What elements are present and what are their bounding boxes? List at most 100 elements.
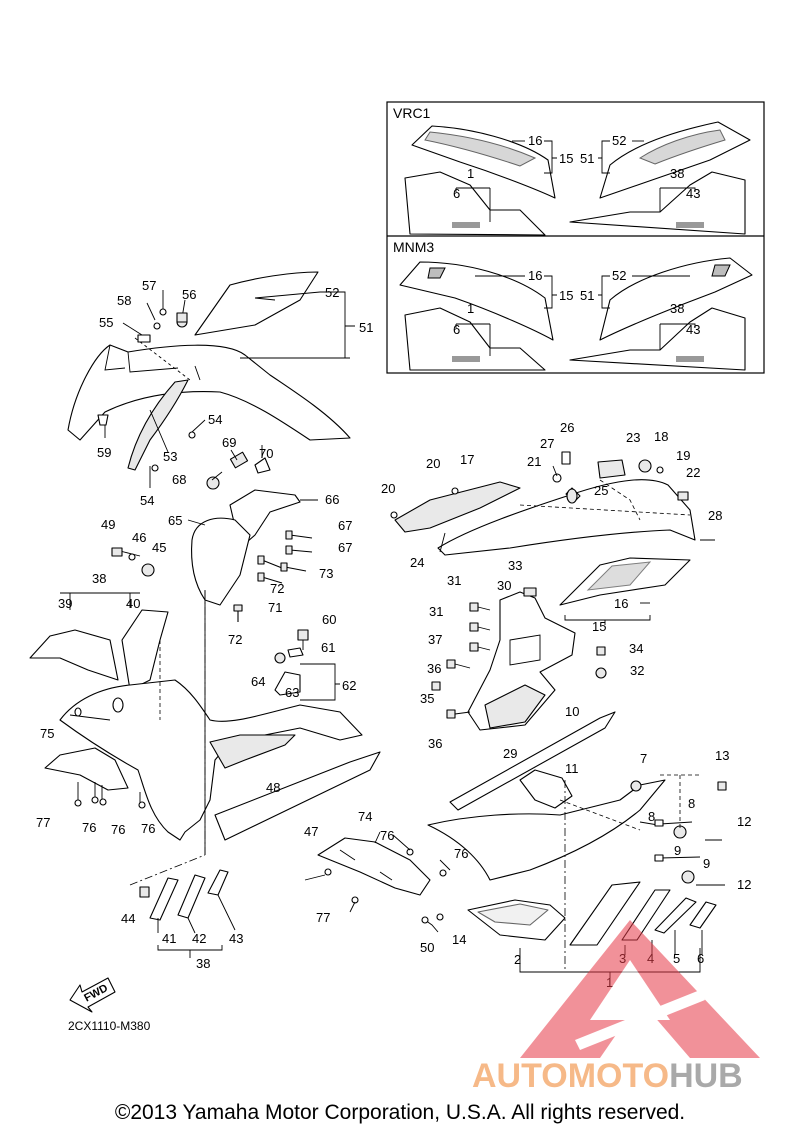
callout-number: 15 — [592, 619, 606, 634]
variant-panel-mnm3: MNM3 16 15 1 6 52 51 38 43 — [393, 239, 753, 371]
variant-label: MNM3 — [393, 239, 434, 255]
fwd-arrow: FWD — [69, 977, 116, 1013]
callout-number: 38 — [92, 571, 106, 586]
callout-number: 76 — [141, 821, 155, 836]
callout-number: 23 — [626, 430, 640, 445]
callout-number: 77 — [316, 910, 330, 925]
bracket-group — [274, 629, 340, 701]
callout-number: 48 — [266, 780, 280, 795]
callout-number: 67 — [338, 518, 352, 533]
callout-number: 50 — [420, 940, 434, 955]
callout-number: 76 — [111, 822, 125, 837]
watermark-text-primary: AUTOMOTO — [472, 1057, 669, 1095]
callout-number: 24 — [410, 555, 424, 570]
callout-number: 34 — [629, 641, 643, 656]
callout-number: 57 — [142, 278, 156, 293]
callout-number: 26 — [560, 420, 574, 435]
side-panel-right-group — [390, 451, 715, 625]
callout-number: 73 — [319, 566, 333, 581]
callout-number: 17 — [460, 452, 474, 467]
callout-number: 74 — [358, 809, 372, 824]
callout-number: 59 — [97, 445, 111, 460]
callout-number: 20 — [381, 481, 395, 496]
callout-number: 45 — [152, 540, 166, 555]
callout-number: 8 — [688, 796, 695, 811]
callout-number: 13 — [715, 748, 729, 763]
callout-number: 70 — [259, 446, 273, 461]
duct-group — [431, 587, 607, 731]
callout-number: 68 — [172, 472, 186, 487]
callout-number: 54 — [208, 412, 222, 427]
callout-number: 1 — [467, 301, 474, 316]
callout-number: 53 — [163, 449, 177, 464]
callout-number: 52 — [325, 285, 339, 300]
inner-panel-group — [111, 445, 318, 622]
callout-number: 18 — [654, 429, 668, 444]
callout-number: 9 — [674, 843, 681, 858]
callout-number: 41 — [162, 931, 176, 946]
upper-cowl-group — [67, 271, 355, 488]
callout-number: 8 — [648, 809, 655, 824]
callout-number: 49 — [101, 517, 115, 532]
callout-number: 56 — [182, 287, 196, 302]
callout-number: 76 — [454, 846, 468, 861]
callout-number: 35 — [420, 691, 434, 706]
callout-number: 15 — [559, 288, 573, 303]
callout-number: 32 — [630, 663, 644, 678]
callout-number: 63 — [285, 685, 299, 700]
callout-number: 46 — [132, 530, 146, 545]
callout-number: 58 — [117, 293, 131, 308]
callout-number: 16 — [528, 133, 542, 148]
callout-number: 55 — [99, 315, 113, 330]
lower-cowl-right-group — [421, 711, 727, 978]
callout-number: 6 — [453, 186, 460, 201]
callout-number: 38 — [670, 166, 684, 181]
callout-number: 12 — [737, 814, 751, 829]
callout-number: 28 — [708, 508, 722, 523]
callout-number: 37 — [428, 632, 442, 647]
callout-number: 7 — [640, 751, 647, 766]
variant-inset: VRC1 16 15 1 6 52 51 38 43 — [386, 101, 765, 374]
callout-number: 69 — [222, 435, 236, 450]
callout-number: 31 — [447, 573, 461, 588]
callout-number: 77 — [36, 815, 50, 830]
callout-number: 43 — [229, 931, 243, 946]
callout-number: 65 — [168, 513, 182, 528]
watermark-text-secondary: HUB — [669, 1057, 743, 1095]
callout-number: 1 — [467, 166, 474, 181]
callout-number: 71 — [268, 600, 282, 615]
callout-number: 52 — [612, 268, 626, 283]
callout-number: 67 — [338, 540, 352, 555]
side-cowl-left-group — [29, 590, 381, 958]
callout-number: 51 — [580, 288, 594, 303]
callout-number: 11 — [565, 761, 579, 776]
callout-number: 54 — [140, 493, 154, 508]
callout-number: 72 — [228, 632, 242, 647]
callout-number: 40 — [126, 596, 140, 611]
callout-number: 9 — [703, 856, 710, 871]
callout-number: 16 — [614, 596, 628, 611]
inner-panel-74-group — [304, 831, 451, 913]
callout-number: 51 — [580, 151, 594, 166]
callout-number: 22 — [686, 465, 700, 480]
callout-number: 33 — [508, 558, 522, 573]
callout-number: 27 — [540, 436, 554, 451]
callout-number: 12 — [737, 877, 751, 892]
callout-number: 72 — [270, 581, 284, 596]
callout-number: 76 — [82, 820, 96, 835]
callout-number: 44 — [121, 911, 135, 926]
callout-number: 43 — [686, 186, 700, 201]
callout-number: 20 — [426, 456, 440, 471]
callout-number: 31 — [429, 604, 443, 619]
callout-number: 15 — [559, 151, 573, 166]
callout-number: 5 — [673, 951, 680, 966]
callout-number: 39 — [58, 596, 72, 611]
callout-number: 52 — [612, 133, 626, 148]
variant-label: VRC1 — [393, 105, 431, 121]
svg-text:AUTOMOTOHUB: AUTOMOTOHUB — [472, 1057, 743, 1095]
variant-panel-vrc1: VRC1 16 15 1 6 52 51 38 43 — [393, 105, 751, 236]
callout-number: 30 — [497, 578, 511, 593]
callout-number: 36 — [428, 736, 442, 751]
callout-number: 61 — [321, 640, 335, 655]
callout-number: 64 — [251, 674, 265, 689]
